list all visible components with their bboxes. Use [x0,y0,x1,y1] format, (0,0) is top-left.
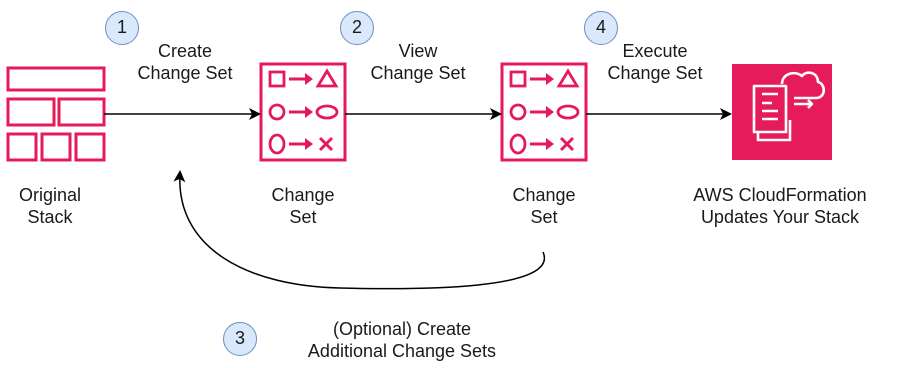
step-1-line1: Create [157,41,213,61]
cloudformation-line2: Updates Your Stack [700,207,860,227]
step-3-badge: 3 [223,322,257,356]
step-1-line2: Change Set [137,63,233,83]
change-set-1-label: Change Set [253,184,353,228]
change-set-2-label: Change Set [494,184,594,228]
change-set-1-line1: Change [271,185,335,205]
change-set-2-line1: Change [512,185,576,205]
step-3-label: (Optional) Create Additional Change Sets [262,318,542,362]
step-2-badge: 2 [340,11,374,45]
step-1-badge: 1 [105,11,139,45]
step-2-line1: View [398,41,438,61]
step-4-line1: Execute [622,41,688,61]
step-3-line1: (Optional) Create [332,319,472,339]
step-4-badge: 4 [584,11,618,45]
change-set-2-line2: Set [530,207,558,227]
cloudformation-line1: AWS CloudFormation [693,185,867,205]
stack-layout-icon [6,66,106,162]
cloudformation-icon [732,64,832,160]
change-set-icon [500,62,588,162]
original-stack-line1: Original [18,185,82,205]
step-4-label: Execute Change Set [590,40,720,84]
original-stack-line2: Stack [27,207,73,227]
step-2-line2: Change Set [370,63,466,83]
step-4-line2: Change Set [607,63,703,83]
change-set-icon [259,62,347,162]
original-stack-label: Original Stack [0,184,100,228]
arrow-additional-change-sets [173,170,546,290]
step-2-label: View Change Set [353,40,483,84]
step-3-line2: Additional Change Sets [307,341,497,361]
step-1-label: Create Change Set [120,40,250,84]
change-set-1-line2: Set [289,207,317,227]
cloudformation-label: AWS CloudFormation Updates Your Stack [662,184,898,228]
